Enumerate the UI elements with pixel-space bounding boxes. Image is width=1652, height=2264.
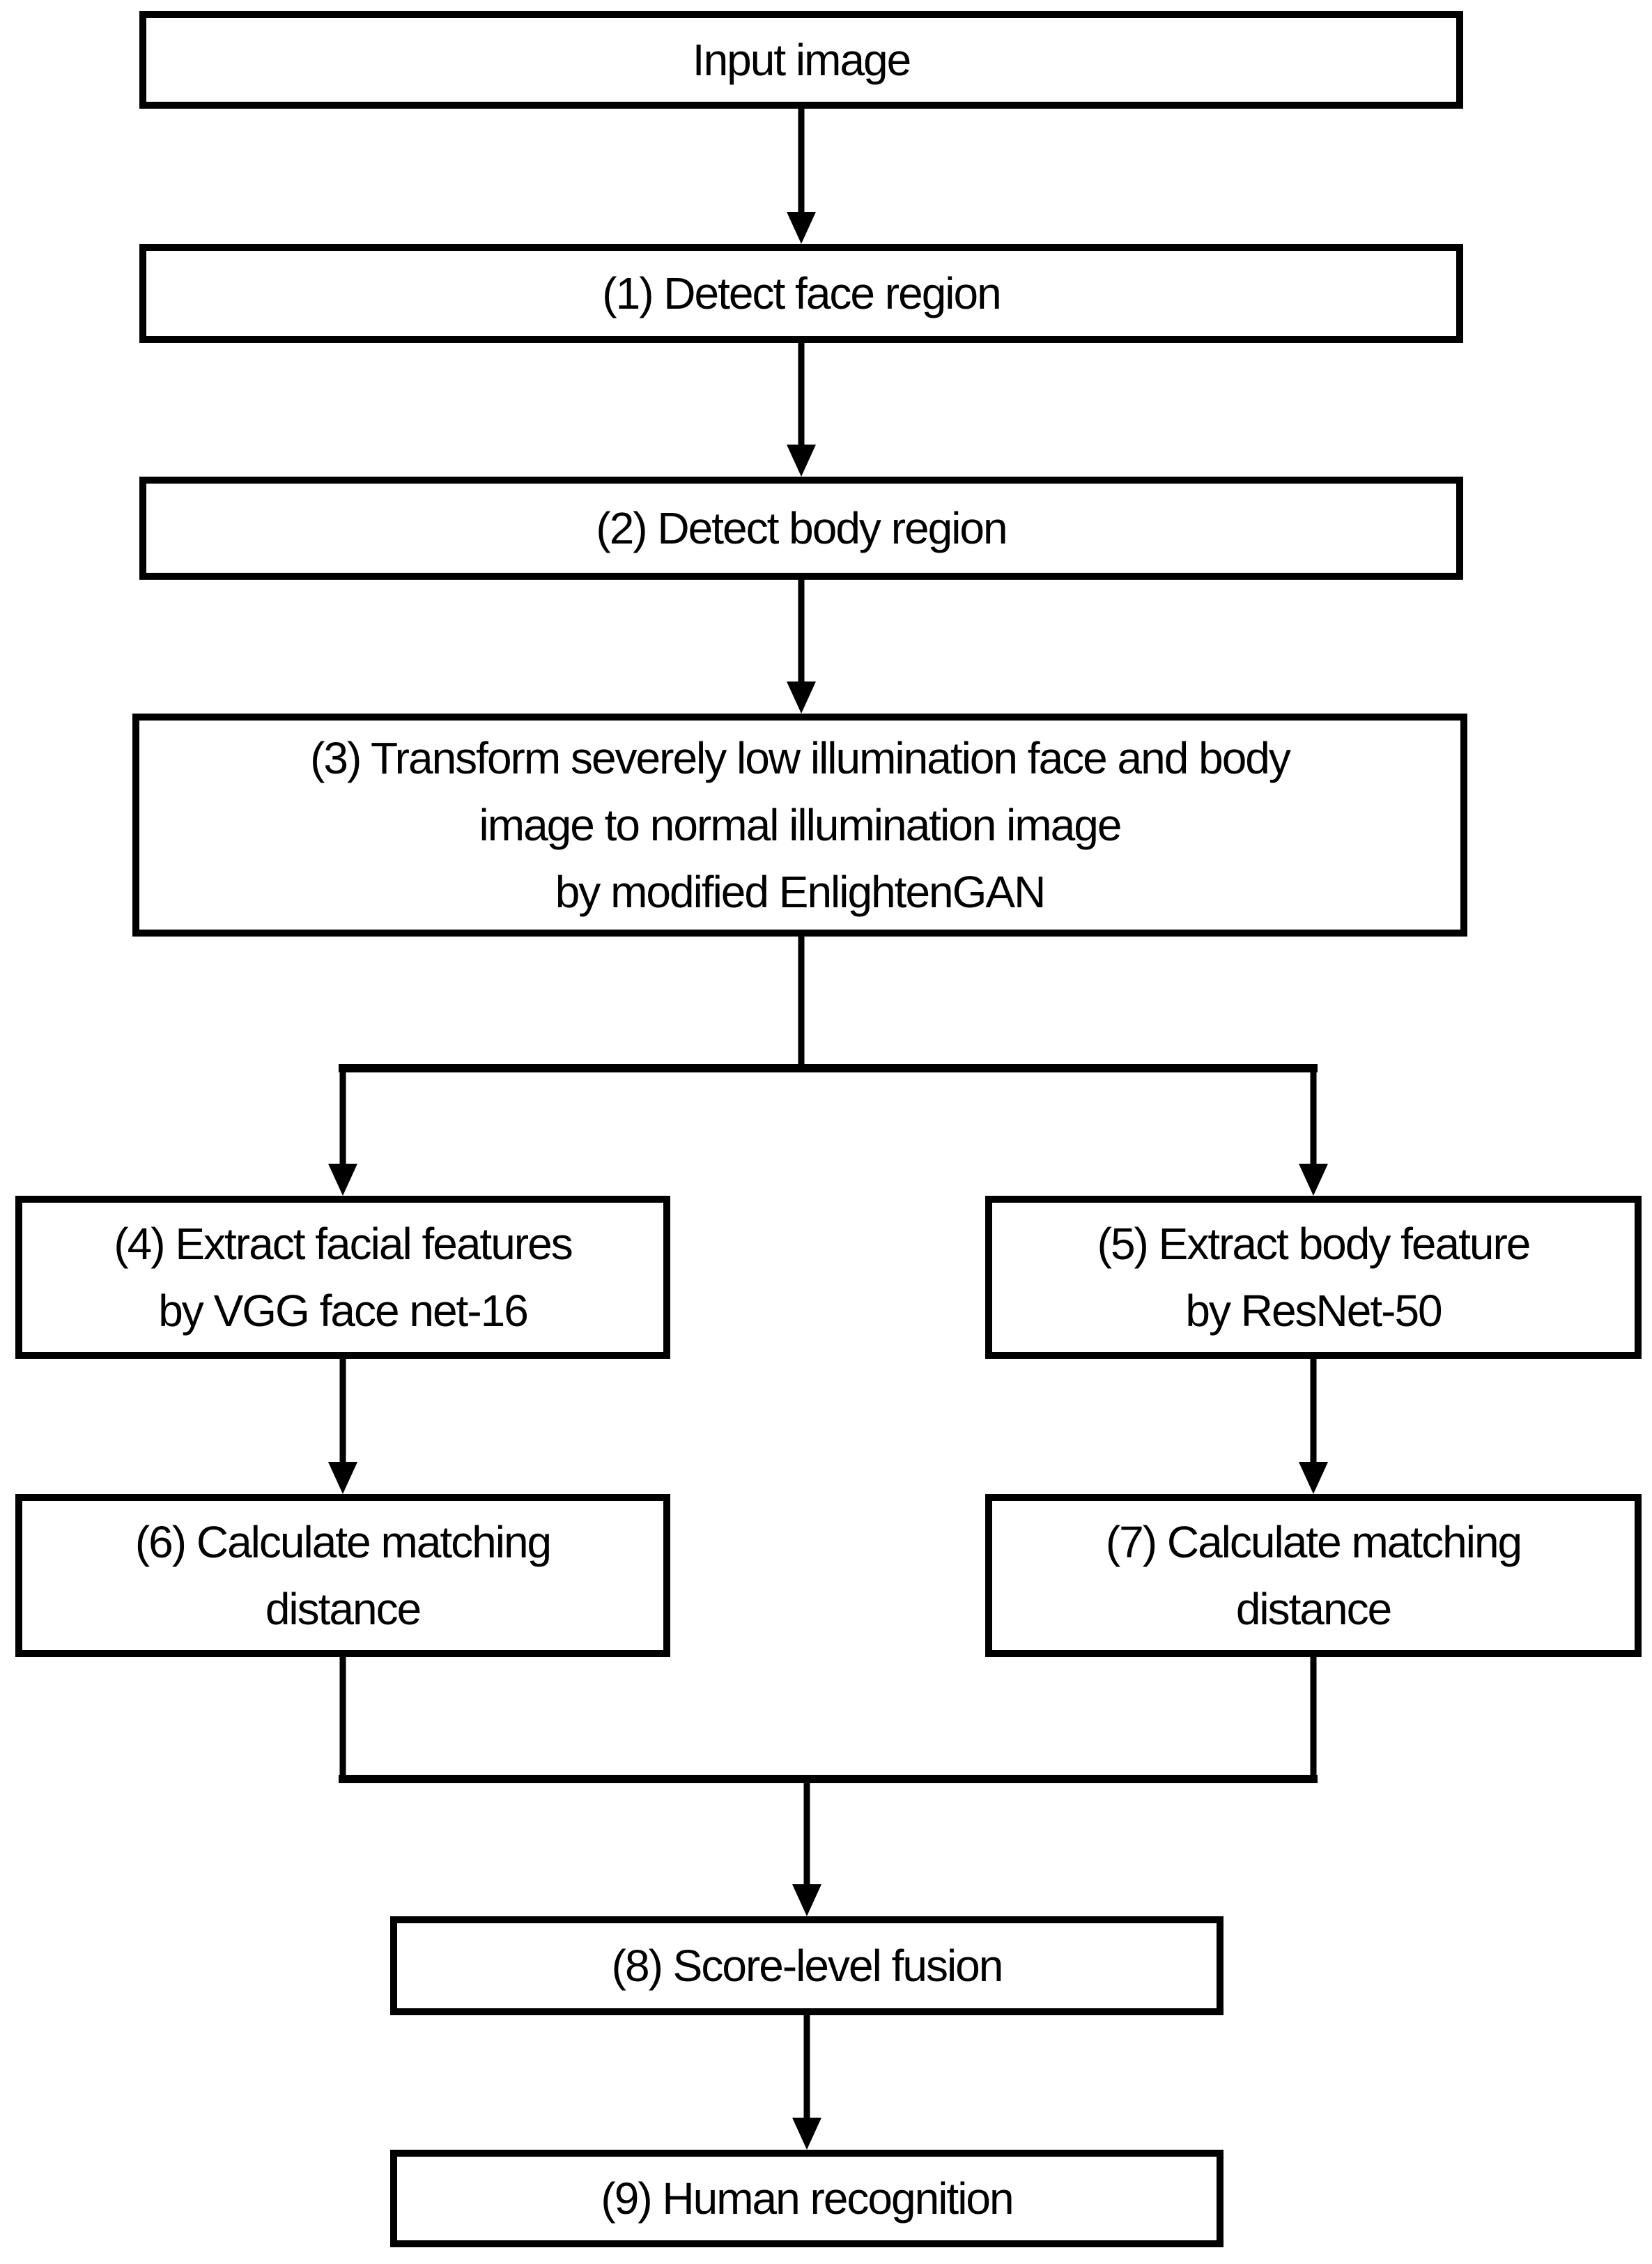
arrowhead-icon — [787, 212, 816, 244]
arrowhead-icon — [1299, 1164, 1328, 1196]
node-score-level-fusion: (8) Score-level fusion — [390, 1916, 1223, 2015]
node-detect-face-region: (1) Detect face region — [139, 244, 1463, 343]
node-input-image: Input image — [139, 11, 1463, 109]
arrowhead-icon — [792, 2118, 821, 2150]
node-calculate-matching-distance-face: (6) Calculate matching distance — [15, 1494, 670, 1657]
arrowhead-icon — [787, 681, 816, 714]
node-extract-facial-features: (4) Extract facial features by VGG face … — [15, 1196, 670, 1359]
node-extract-body-feature: (5) Extract body feature by ResNet-50 — [985, 1196, 1642, 1359]
node-transform-enlightengan: (3) Transform severely low illumination … — [132, 714, 1467, 937]
arrowhead-icon — [792, 1884, 821, 1916]
arrowhead-icon — [328, 1462, 357, 1494]
node-human-recognition: (9) Human recognition — [390, 2150, 1223, 2247]
node-detect-body-region: (2) Detect body region — [139, 477, 1463, 580]
arrowhead-icon — [328, 1164, 357, 1196]
node-calculate-matching-distance-body: (7) Calculate matching distance — [985, 1494, 1642, 1657]
arrowhead-icon — [1299, 1462, 1328, 1494]
arrowhead-icon — [787, 445, 816, 477]
